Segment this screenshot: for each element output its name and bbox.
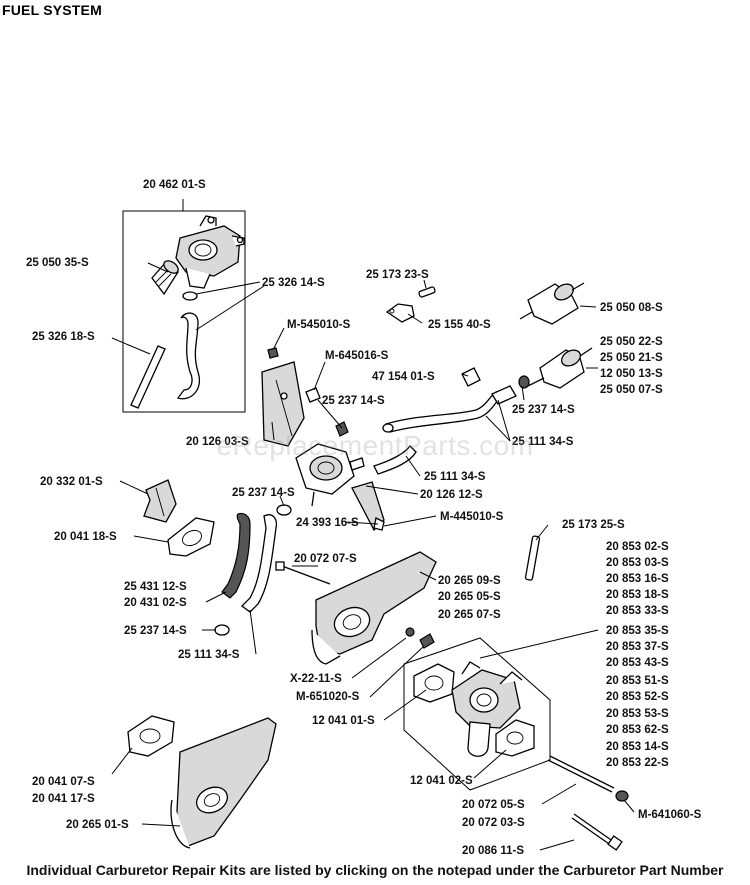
label-20-126-12[interactable]: 20 126 12-S: [420, 489, 483, 501]
label-fuel-filter-4[interactable]: 25 050 07-S: [600, 384, 663, 396]
label-carb-7[interactable]: 20 853 37-S: [606, 641, 669, 653]
hardware[interactable]: [405, 535, 629, 851]
part-labels: 20 462 01-S 25 050 35-S 25 326 14-S 25 3…: [26, 179, 702, 857]
label-20-332-01[interactable]: 20 332 01-S: [40, 476, 103, 488]
page-title: FUEL SYSTEM: [2, 2, 102, 18]
label-25-050-08[interactable]: 25 050 08-S: [600, 302, 663, 314]
label-25-111-34-a[interactable]: 25 111 34-S: [512, 436, 574, 448]
label-fuel-filter-1[interactable]: 25 050 22-S: [600, 336, 663, 348]
label-m-445010[interactable]: M-445010-S: [440, 511, 504, 523]
label-carb-9[interactable]: 20 853 51-S: [606, 675, 669, 687]
label-carb-5[interactable]: 20 853 33-S: [606, 605, 669, 617]
label-25-431-12[interactable]: 25 431 12-S: [124, 581, 187, 593]
label-carb-13[interactable]: 20 853 14-S: [606, 741, 669, 753]
label-stud-1[interactable]: 20 072 05-S: [462, 799, 525, 811]
label-25-237-14-c[interactable]: 25 237 14-S: [232, 487, 295, 499]
label-20-041-18[interactable]: 20 041 18-S: [54, 531, 117, 543]
label-24-393-16[interactable]: 24 393 16-S: [296, 517, 359, 529]
label-m-651020[interactable]: M-651020-S: [296, 691, 360, 703]
label-25-326-18[interactable]: 25 326 18-S: [32, 331, 95, 343]
label-carb-10[interactable]: 20 853 52-S: [606, 691, 669, 703]
label-20-072-07[interactable]: 20 072 07-S: [294, 553, 357, 565]
label-carb-6[interactable]: 20 853 35-S: [606, 625, 669, 637]
fuel-filter-upper[interactable]: [519, 281, 585, 325]
label-x-22-11[interactable]: X-22-11-S: [290, 673, 342, 685]
label-carb-12[interactable]: 20 853 62-S: [606, 724, 669, 736]
label-carb-8[interactable]: 20 853 43-S: [606, 657, 669, 669]
label-m-641060[interactable]: M-641060-S: [638, 809, 702, 821]
label-carb-14[interactable]: 20 853 22-S: [606, 757, 669, 769]
intake-manifold-upper[interactable]: [275, 551, 437, 665]
label-20-086-11[interactable]: 20 086 11-S: [462, 845, 524, 857]
fittings-top[interactable]: [267, 286, 436, 359]
intake-manifold-lower[interactable]: [127, 715, 277, 849]
pump-bracket[interactable]: [261, 361, 385, 532]
label-20-126-03[interactable]: 20 126 03-S: [186, 436, 249, 448]
label-25-173-25[interactable]: 25 173 25-S: [562, 519, 625, 531]
label-25-237-14-b[interactable]: 25 237 14-S: [512, 404, 575, 416]
label-12-041-02[interactable]: 12 041 02-S: [410, 775, 473, 787]
label-12-041-01[interactable]: 12 041 01-S: [312, 715, 375, 727]
label-intake-1[interactable]: 20 265 09-S: [438, 575, 501, 587]
label-20-431-02[interactable]: 20 431 02-S: [124, 597, 187, 609]
label-m-645016[interactable]: M-645016-S: [325, 350, 389, 362]
fuel-lines-right[interactable]: [373, 367, 517, 475]
label-gasket-2[interactable]: 20 041 17-S: [32, 793, 95, 805]
label-25-155-40[interactable]: 25 155 40-S: [428, 319, 491, 331]
label-intake-2[interactable]: 20 265 05-S: [438, 591, 501, 603]
label-fuel-filter-3[interactable]: 12 050 13-S: [600, 368, 663, 380]
fuel-pump-assembly[interactable]: [122, 199, 246, 413]
label-25-111-34-c[interactable]: 25 111 34-S: [178, 649, 240, 661]
label-carb-2[interactable]: 20 853 03-S: [606, 557, 669, 569]
label-25-050-35[interactable]: 25 050 35-S: [26, 257, 89, 269]
label-m-545010[interactable]: M-545010-S: [287, 319, 351, 331]
label-carb-4[interactable]: 20 853 18-S: [606, 589, 669, 601]
label-intake-3[interactable]: 20 265 07-S: [438, 609, 501, 621]
label-carb-11[interactable]: 20 853 53-S: [606, 708, 669, 720]
label-25-173-23[interactable]: 25 173 23-S: [366, 269, 429, 281]
label-20-265-01[interactable]: 20 265 01-S: [66, 819, 129, 831]
leader-lines: [111, 262, 635, 851]
intake-left-parts[interactable]: [143, 479, 292, 636]
carburetor-assembly[interactable]: [403, 629, 599, 791]
watermark: eReplacementParts.com: [216, 430, 534, 461]
label-25-326-14[interactable]: 25 326 14-S: [262, 277, 325, 289]
label-25-237-14-d[interactable]: 25 237 14-S: [124, 625, 187, 637]
label-carb-3[interactable]: 20 853 16-S: [606, 573, 669, 585]
label-47-154-01[interactable]: 47 154 01-S: [372, 371, 435, 383]
label-25-237-14-a[interactable]: 25 237 14-S: [322, 395, 385, 407]
label-stud-2[interactable]: 20 072 03-S: [462, 817, 525, 829]
fuel-filter-lower[interactable]: [518, 347, 593, 389]
label-25-111-34-b[interactable]: 25 111 34-S: [424, 471, 486, 483]
label-fuel-filter-2[interactable]: 25 050 21-S: [600, 352, 663, 364]
footer-note: Individual Carburetor Repair Kits are li…: [26, 862, 724, 878]
label-20-462-01[interactable]: 20 462 01-S: [143, 179, 206, 191]
label-gasket-1[interactable]: 20 041 07-S: [32, 776, 95, 788]
label-carb-1[interactable]: 20 853 02-S: [606, 541, 669, 553]
